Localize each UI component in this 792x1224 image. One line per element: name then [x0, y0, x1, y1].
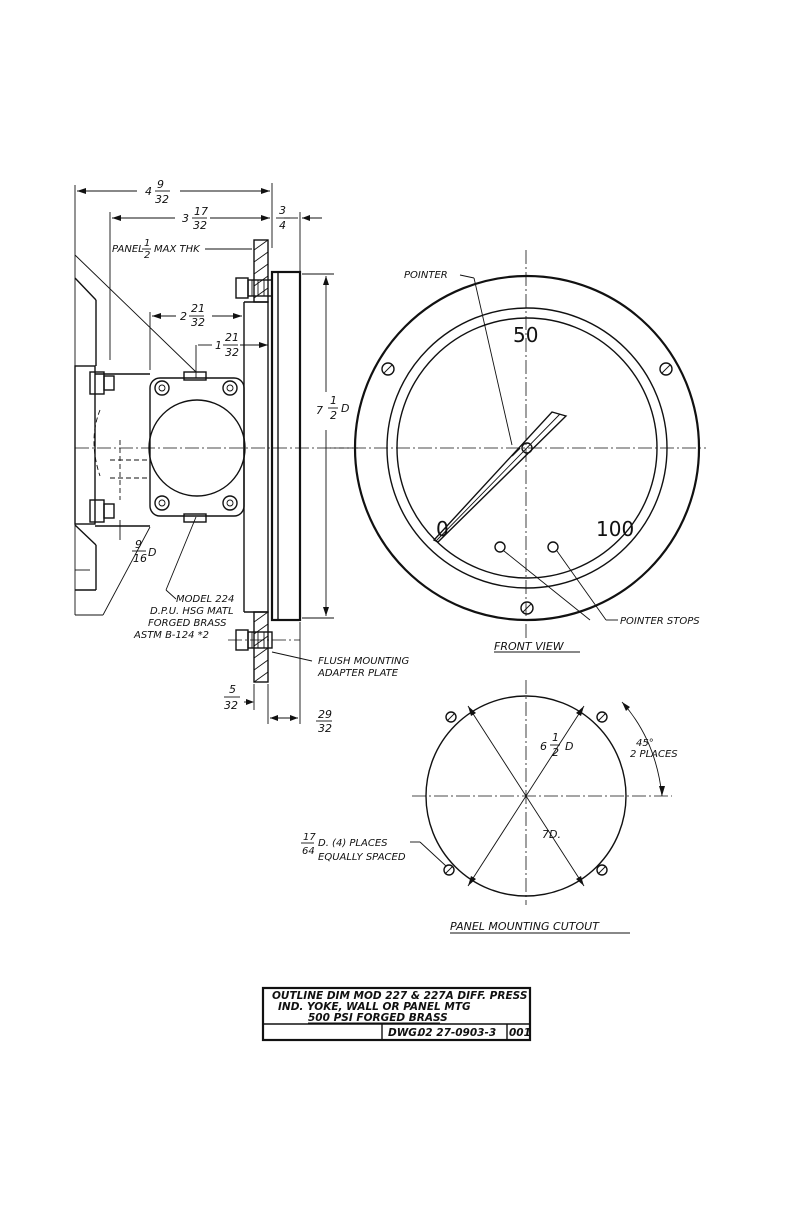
- svg-text:32: 32: [155, 193, 169, 206]
- svg-text:32: 32: [225, 346, 239, 359]
- sheet-code: 001: [509, 1027, 531, 1039]
- model-note: MODEL 224 D.P.U. HSG MATL FORGED BRASS A…: [75, 516, 234, 641]
- svg-text:2: 2: [144, 250, 150, 261]
- drawing-number-prefix: DWG.: [388, 1027, 421, 1039]
- svg-text:EQUALLY SPACED: EQUALLY SPACED: [318, 852, 406, 863]
- svg-text:PANEL: PANEL: [112, 244, 144, 255]
- title-block: OUTLINE DIM MOD 227 & 227A DIFF. PRESS I…: [261, 986, 532, 1042]
- svg-text:2: 2: [180, 310, 187, 323]
- dim-hole-diameter: 9 16 D: [119, 520, 156, 565]
- flush-mounting-note: FLUSH MOUNTING ADAPTER PLATE: [271, 651, 410, 679]
- svg-text:D: D: [341, 402, 349, 415]
- panel-thickness-label: PANEL 1 2 MAX THK: [112, 238, 252, 261]
- dim-overall-width: 4 9 32: [77, 178, 270, 206]
- svg-text:FORGED BRASS: FORGED BRASS: [148, 618, 227, 629]
- svg-text:D. (4) PLACES: D. (4) PLACES: [318, 838, 388, 849]
- panel-section-upper: [253, 239, 269, 303]
- svg-text:2: 2: [330, 409, 337, 422]
- dim-yoke-depth: 1 21 32: [195, 331, 268, 378]
- svg-text:D: D: [565, 740, 573, 753]
- front-view-title: FRONT VIEW: [494, 640, 565, 653]
- svg-text:6: 6: [540, 740, 547, 753]
- front-view: 50 0 100 POINTER POINTER STOPS FRONT VIE…: [330, 250, 706, 653]
- svg-text:64: 64: [302, 846, 315, 857]
- svg-text:32: 32: [191, 316, 205, 329]
- dim-mid-depth: 2 21 32: [149, 302, 242, 370]
- holes-note: 17 64 D. (4) PLACES EQUALLY SPACED: [301, 832, 447, 867]
- svg-text:1: 1: [144, 238, 150, 249]
- gauge-flange-profile: [243, 270, 302, 622]
- svg-text:1: 1: [330, 394, 337, 407]
- pointer-needle: [432, 411, 568, 543]
- dial-face: [396, 317, 658, 579]
- dim-cutout-diameter: 7D.: [542, 828, 561, 841]
- svg-text:9: 9: [135, 538, 142, 551]
- dim-bolt-circle: 6 1 2 D: [540, 731, 573, 759]
- svg-text:32: 32: [224, 699, 238, 712]
- svg-text:3: 3: [182, 212, 189, 225]
- svg-text:1: 1: [552, 731, 559, 744]
- scale-label-50: 50: [513, 323, 538, 347]
- svg-text:2: 2: [552, 746, 559, 759]
- svg-text:4: 4: [145, 185, 152, 198]
- dim-flange-width: 3 4: [276, 204, 322, 232]
- mounting-hole-icon: [443, 711, 608, 876]
- bezel-inner-ring: [386, 307, 668, 589]
- dim-bezel-diameter: 7 1 2 D: [302, 273, 349, 619]
- dim-angle: 45° 2 PLACES: [621, 701, 678, 797]
- pointer-stops: POINTER STOPS: [494, 541, 700, 627]
- svg-text:32: 32: [318, 722, 332, 735]
- svg-text:7: 7: [316, 404, 323, 417]
- dim-plate-thickness: 5 32: [224, 683, 269, 724]
- svg-text:ASTM B-124 *2: ASTM B-124 *2: [133, 630, 209, 641]
- svg-text:4: 4: [279, 219, 286, 232]
- lower-mounting-bolt: [228, 629, 300, 651]
- panel-section-lower: [253, 611, 269, 683]
- drawing-number: 02 27-0903-3: [418, 1027, 496, 1039]
- title-line-3: 500 PSI FORGED BRASS: [308, 1012, 448, 1024]
- svg-text:POINTER: POINTER: [404, 270, 448, 281]
- bezel-outer-ring: [353, 274, 701, 622]
- svg-text:32: 32: [193, 219, 207, 232]
- svg-text:FLUSH MOUNTING: FLUSH MOUNTING: [318, 656, 410, 667]
- cutout-circle: [425, 695, 627, 897]
- svg-text:16: 16: [133, 552, 147, 565]
- panel-cutout: 6 1 2 D 7D. 45° 2 PLACES 17 64 D. (4) PL…: [301, 680, 678, 934]
- side-view: 4 9 32 3 17 32 3 4 PANEL 1: [74, 178, 410, 735]
- svg-text:2 PLACES: 2 PLACES: [630, 749, 678, 760]
- dim-body-width: 3 17 32: [112, 205, 270, 232]
- dim-gap: 29 32: [270, 622, 332, 735]
- svg-text:D.P.U. HSG MATL: D.P.U. HSG MATL: [150, 606, 234, 617]
- svg-text:21: 21: [191, 302, 205, 315]
- svg-text:3: 3: [279, 204, 286, 217]
- svg-text:17: 17: [303, 832, 316, 843]
- scale-label-100: 100: [596, 517, 634, 541]
- svg-text:17: 17: [194, 205, 208, 218]
- bezel-screw-icon: [381, 362, 673, 615]
- svg-text:MODEL 224: MODEL 224: [176, 594, 234, 605]
- yoke-block: [148, 371, 246, 523]
- svg-text:D: D: [148, 546, 156, 559]
- cutout-title: PANEL MOUNTING CUTOUT: [450, 920, 600, 933]
- svg-text:ADAPTER PLATE: ADAPTER PLATE: [317, 668, 399, 679]
- title-line-2: IND. YOKE, WALL OR PANEL MTG: [278, 1001, 471, 1013]
- title-line-1: OUTLINE DIM MOD 227 & 227A DIFF. PRESS: [272, 990, 527, 1002]
- svg-text:29: 29: [318, 708, 332, 721]
- svg-text:MAX THK: MAX THK: [154, 244, 201, 255]
- housing-side-profile: [74, 277, 150, 591]
- svg-text:POINTER STOPS: POINTER STOPS: [620, 616, 700, 627]
- svg-text:45°: 45°: [636, 738, 654, 749]
- svg-text:5: 5: [229, 683, 236, 696]
- pointer-label: POINTER: [404, 270, 513, 446]
- svg-text:21: 21: [225, 331, 239, 344]
- svg-text:9: 9: [157, 178, 164, 191]
- svg-text:1: 1: [215, 339, 222, 352]
